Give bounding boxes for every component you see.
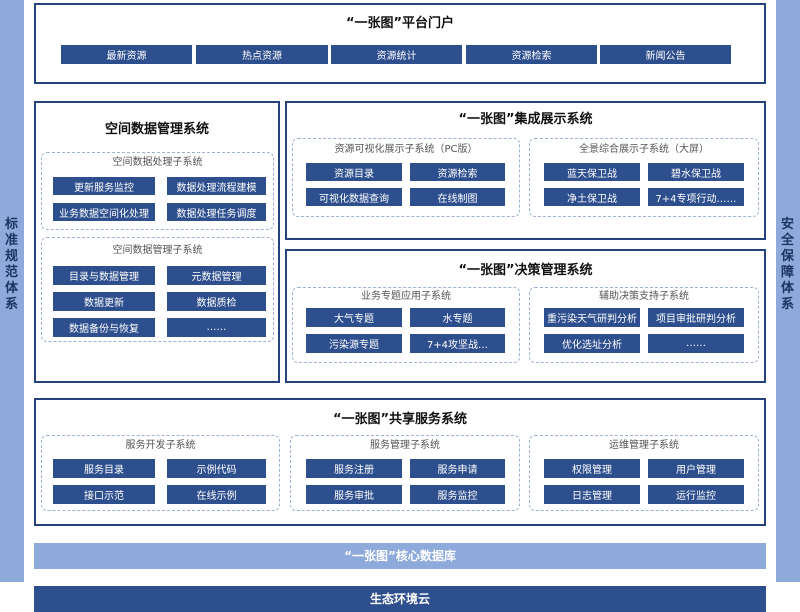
eco-environment-cloud-band: 生态环境云 [34, 586, 766, 612]
display-resource-search-node: 资源检索 [410, 163, 505, 181]
service-catalog-node: 服务目录 [53, 459, 155, 478]
platform-portal-title: “一张图”平台门户 [345, 16, 455, 31]
pc-visualization-title: 资源可视化展示子系统（PC版） [334, 144, 478, 155]
more-decision-support-node: …… [648, 334, 744, 353]
hot-resources-node: 热点资源 [196, 45, 328, 64]
resource-search-node: 资源检索 [466, 45, 597, 64]
user-management-node: 用户管理 [648, 459, 744, 478]
interface-demo-node: 接口示范 [53, 485, 155, 504]
site-selection-analysis-node: 优化选址分析 [544, 334, 640, 353]
spatial-data-management-title: 空间数据管理系统 [104, 122, 209, 137]
decision-management-title: “一张图”决策管理系统 [458, 263, 593, 278]
visual-data-query-node: 可视化数据查询 [306, 188, 402, 206]
data-quality-check-node: 数据质检 [167, 292, 266, 311]
service-monitoring-node: 服务监控 [410, 485, 505, 504]
online-mapping-node: 在线制图 [410, 188, 505, 206]
service-management-title: 服务管理子系统 [370, 440, 440, 451]
water-topic-node: 水专题 [410, 308, 505, 327]
standards-system-label: 标准规范体系 [5, 217, 19, 312]
decision-support-title: 辅助决策支持子系统 [599, 291, 689, 302]
log-management-node: 日志管理 [544, 485, 640, 504]
big-screen-display-title: 全景综合展示子系统（大屏） [579, 144, 709, 155]
integrated-display-title: “一张图”集成展示系统 [458, 112, 593, 127]
business-data-spatialization-node: 业务数据空间化处理 [53, 203, 155, 221]
service-approval-node: 服务审批 [306, 485, 402, 504]
service-development-subsystem: 服务开发子系统 服务目录 示例代码 接口示范 在线示例 [41, 435, 280, 511]
clean-soil-campaign-node: 净土保卫战 [544, 188, 640, 206]
project-approval-analysis-node: 项目审批研判分析 [648, 308, 744, 327]
sample-code-node: 示例代码 [167, 459, 266, 478]
operations-management-title: 运维管理子系统 [609, 440, 679, 451]
integrated-display-panel: “一张图”集成展示系统 资源可视化展示子系统（PC版） 资源目录 资源检索 可视… [285, 101, 766, 240]
service-registration-node: 服务注册 [306, 459, 402, 478]
resource-statistics-node: 资源统计 [331, 45, 462, 64]
catalog-data-management-node: 目录与数据管理 [53, 266, 155, 285]
platform-portal-panel: “一张图”平台门户 最新资源 热点资源 资源统计 资源检索 新闻公告 [34, 3, 766, 84]
thematic-application-title: 业务专题应用子系统 [361, 291, 451, 302]
data-backup-recovery-node: 数据备份与恢复 [53, 318, 155, 337]
heavy-pollution-analysis-node: 重污染天气研判分析 [544, 308, 640, 327]
big-screen-display-subsystem: 全景综合展示子系统（大屏） 蓝天保卫战 碧水保卫战 净土保卫战 7+4专项行动…… [529, 138, 759, 217]
security-system-label: 安全保障体系 [781, 217, 795, 312]
news-announcements-node: 新闻公告 [600, 45, 731, 64]
decision-management-panel: “一张图”决策管理系统 业务专题应用子系统 大气专题 水专题 污染源专题 7+4… [285, 249, 766, 383]
core-database-band: “一张图”核心数据库 [34, 543, 766, 569]
resource-catalog-node: 资源目录 [306, 163, 402, 181]
processing-workflow-modeling-node: 数据处理流程建模 [167, 177, 266, 195]
metadata-management-node: 元数据管理 [167, 266, 266, 285]
shared-service-panel: “一张图”共享服务系统 服务开发子系统 服务目录 示例代码 接口示范 在线示例 … [34, 398, 766, 526]
security-system-bar: 安全保障体系 [776, 0, 800, 582]
permission-management-node: 权限管理 [544, 459, 640, 478]
online-example-node: 在线示例 [167, 485, 266, 504]
latest-resources-node: 最新资源 [61, 45, 192, 64]
service-application-node: 服务申请 [410, 459, 505, 478]
spatial-management-subsystem: 空间数据管理子系统 目录与数据管理 元数据管理 数据更新 数据质检 数据备份与恢… [41, 237, 274, 342]
standards-system-bar: 标准规范体系 [0, 0, 24, 582]
operations-management-subsystem: 运维管理子系统 权限管理 用户管理 日志管理 运行监控 [529, 435, 759, 511]
spatial-management-title: 空间数据管理子系统 [112, 245, 203, 256]
pollution-source-topic-node: 污染源专题 [306, 334, 402, 353]
spatial-data-management-panel: 空间数据管理系统 空间数据处理子系统 更新服务监控 数据处理流程建模 业务数据空… [34, 101, 280, 383]
processing-task-scheduling-node: 数据处理任务调度 [167, 203, 266, 221]
special-actions-node: 7+4专项行动…… [648, 188, 744, 206]
clear-water-campaign-node: 碧水保卫战 [648, 163, 744, 181]
spatial-processing-title: 空间数据处理子系统 [112, 157, 203, 168]
tough-battle-topic-node: 7+4攻坚战… [410, 334, 505, 353]
update-service-monitoring-node: 更新服务监控 [53, 177, 155, 195]
more-spatial-management-node: …… [167, 318, 266, 337]
thematic-application-subsystem: 业务专题应用子系统 大气专题 水专题 污染源专题 7+4攻坚战… [292, 287, 520, 363]
service-development-title: 服务开发子系统 [125, 440, 196, 451]
service-management-subsystem: 服务管理子系统 服务注册 服务申请 服务审批 服务监控 [290, 435, 520, 511]
decision-support-subsystem: 辅助决策支持子系统 重污染天气研判分析 项目审批研判分析 优化选址分析 …… [529, 287, 759, 363]
shared-service-title: “一张图”共享服务系统 [332, 412, 468, 427]
data-update-node: 数据更新 [53, 292, 155, 311]
spatial-processing-subsystem: 空间数据处理子系统 更新服务监控 数据处理流程建模 业务数据空间化处理 数据处理… [41, 152, 274, 230]
atmosphere-topic-node: 大气专题 [306, 308, 402, 327]
pc-visualization-subsystem: 资源可视化展示子系统（PC版） 资源目录 资源检索 可视化数据查询 在线制图 [292, 138, 520, 217]
blue-sky-campaign-node: 蓝天保卫战 [544, 163, 640, 181]
operation-monitoring-node: 运行监控 [648, 485, 744, 504]
